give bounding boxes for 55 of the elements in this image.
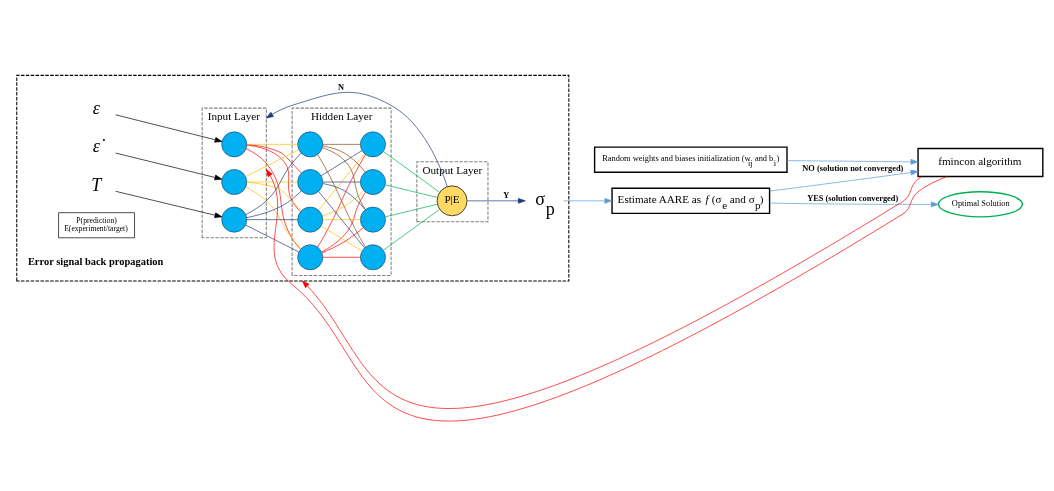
- node-text: ε: [92, 97, 100, 118]
- cluster: Input Layer: [201, 107, 267, 239]
- node-circle: [297, 244, 324, 271]
- node-circle: [360, 206, 386, 233]
- connector: [385, 184, 438, 198]
- connector: [322, 183, 366, 210]
- arrow: [563, 198, 613, 204]
- connector: [322, 147, 366, 210]
- cluster: [16, 74, 570, 282]
- cluster: Hidden Layer: [291, 107, 392, 276]
- connector: [320, 150, 363, 176]
- arrow: [115, 114, 223, 143]
- connector: [383, 151, 440, 193]
- arrow: [466, 198, 526, 204]
- connector: [246, 144, 298, 145]
- node-circle: [221, 206, 248, 233]
- node-circle: [221, 169, 248, 195]
- connector: [317, 154, 366, 248]
- node-circle: [360, 244, 386, 271]
- connector: [318, 153, 365, 211]
- connector: [246, 181, 302, 211]
- connector: [245, 186, 302, 249]
- node-box: P(prediction) E(experiment/target): [58, 212, 135, 239]
- arrow: [786, 159, 919, 165]
- connector: [246, 190, 302, 218]
- connector: [246, 144, 301, 212]
- connector: [322, 219, 361, 220]
- connector: [246, 219, 298, 220]
- node-circle: [297, 169, 324, 195]
- arrow: [265, 92, 448, 187]
- connector: [245, 224, 300, 253]
- arrow: [265, 169, 948, 422]
- connector: [383, 209, 440, 251]
- connector: [246, 181, 298, 183]
- node-circle: [360, 169, 386, 195]
- node-circle: P|E: [436, 185, 468, 217]
- arrow: [769, 201, 939, 208]
- node-circle: [360, 131, 386, 158]
- node-circle: [297, 131, 324, 158]
- connector: [385, 203, 438, 218]
- arrow: [302, 176, 922, 408]
- connector: [322, 145, 366, 173]
- connector: [245, 152, 302, 215]
- label: Error signal back propagation: [27, 255, 164, 267]
- arrow: [115, 152, 223, 181]
- connector: [322, 190, 365, 217]
- arrow: [769, 169, 919, 192]
- connector: [322, 144, 361, 145]
- node-box: fmincon algorithm: [917, 147, 1044, 178]
- node-circle: [221, 131, 248, 158]
- connector: [245, 148, 301, 250]
- node-circle: [297, 206, 324, 233]
- arrow: [115, 190, 223, 218]
- node-text: T: [91, 174, 102, 195]
- connector: [322, 181, 361, 183]
